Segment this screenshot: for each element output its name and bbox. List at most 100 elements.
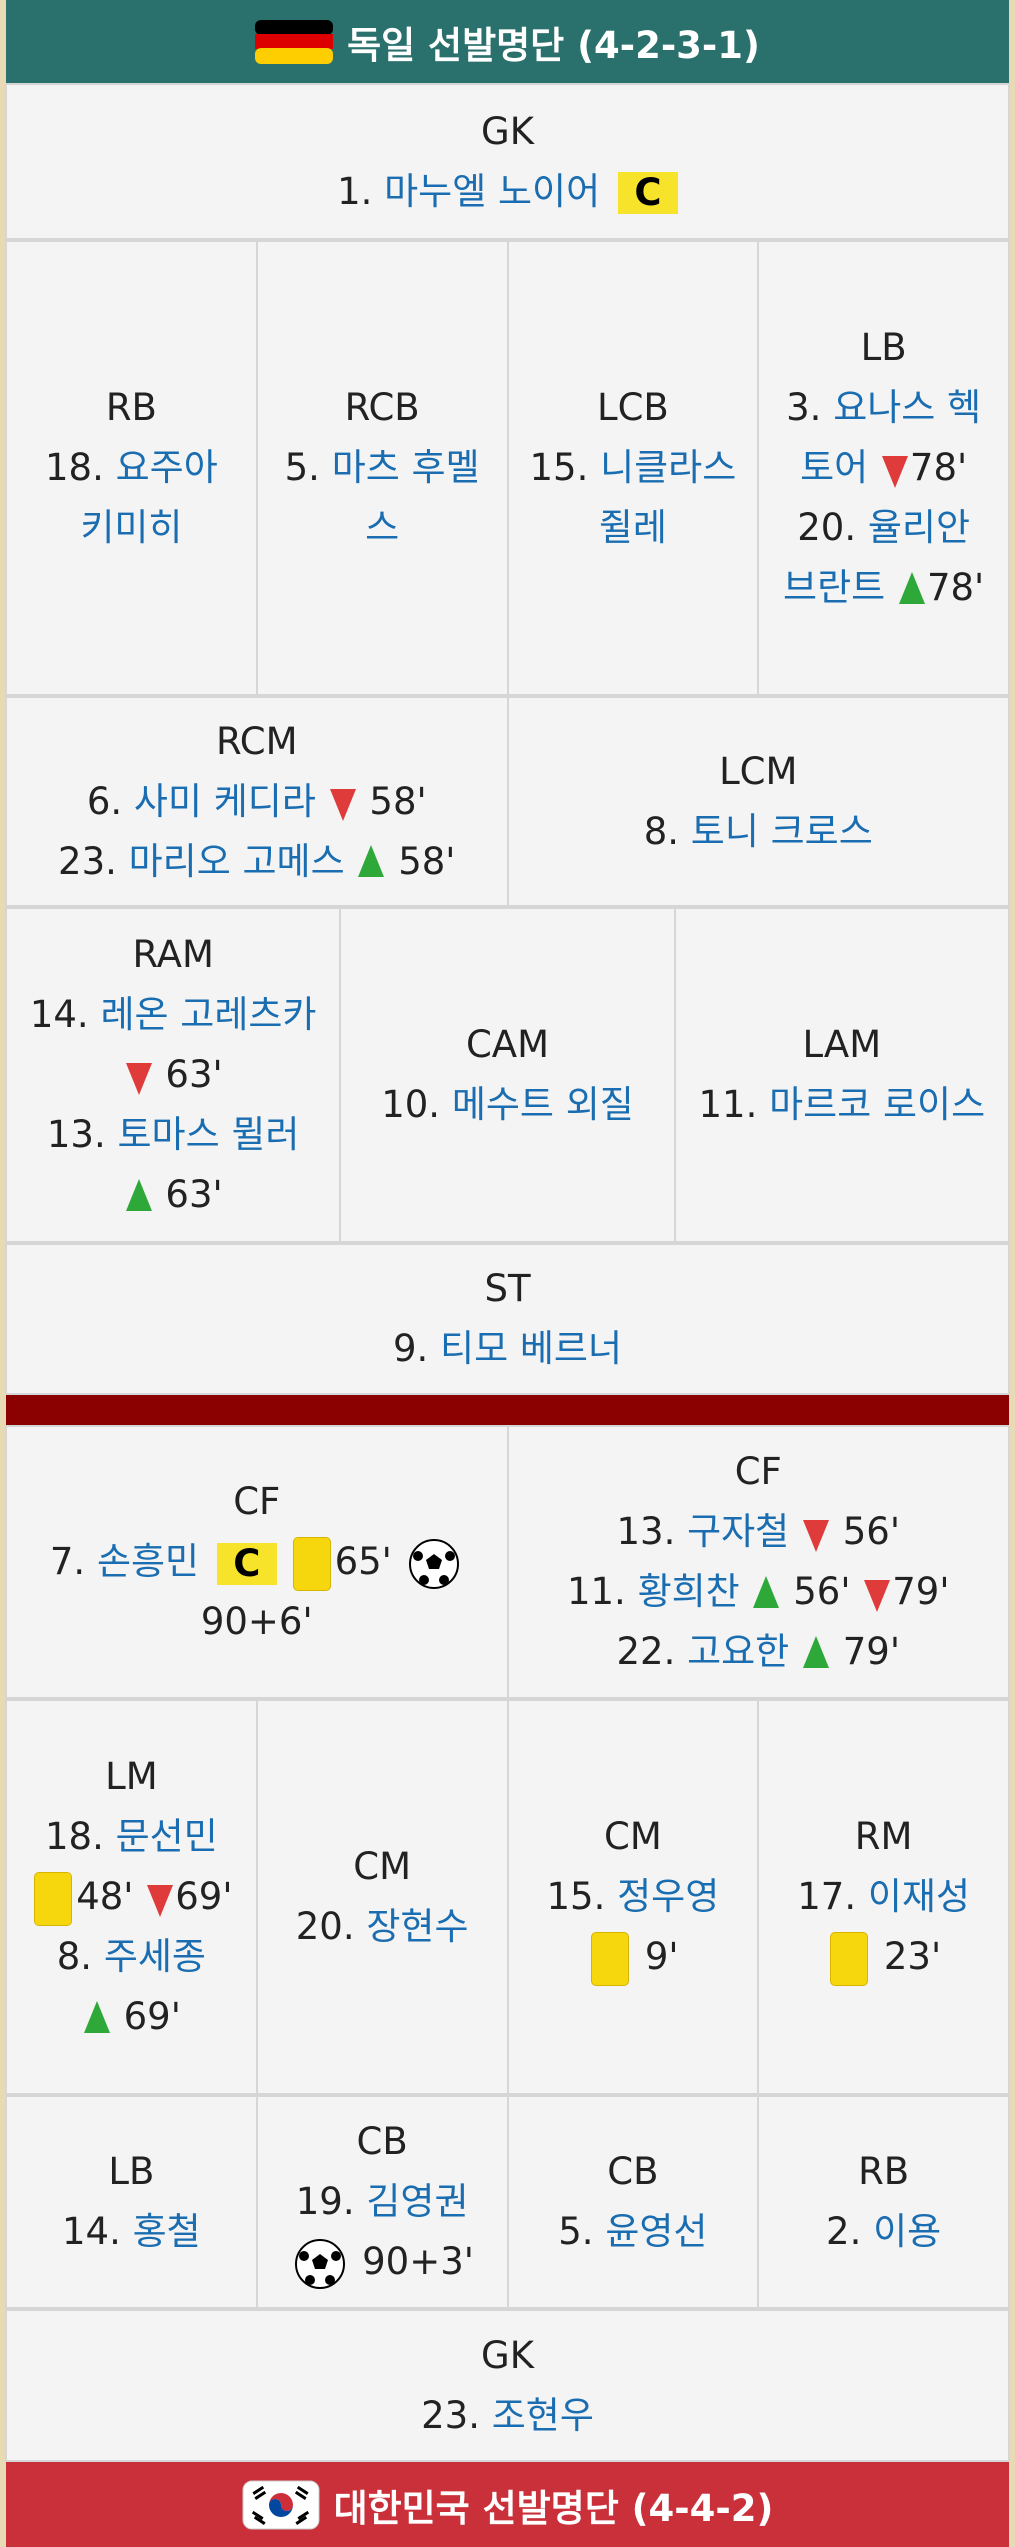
shirt-number: 13. bbox=[46, 1113, 106, 1156]
player-link-mueller[interactable]: 토마스 뮐러 bbox=[117, 1113, 300, 1156]
player-link-jang[interactable]: 장현수 bbox=[366, 1905, 469, 1948]
card-minute: 65' bbox=[334, 1540, 392, 1583]
shirt-number: 19. bbox=[295, 2180, 355, 2223]
player-link-brandt[interactable]: 율리안 브란트 bbox=[783, 506, 970, 609]
position-label: GK bbox=[481, 109, 534, 153]
sub-off-icon bbox=[125, 1062, 152, 1095]
player-link-khedira[interactable]: 사미 케디라 bbox=[133, 779, 316, 823]
germany-rcm-cell: RCM 6. 사미 케디라 58' 23. 마리오 고메스 58' bbox=[5, 696, 509, 907]
player-link-lee-yong[interactable]: 이용 bbox=[873, 2210, 942, 2253]
goal-minute: 90+6' bbox=[200, 1600, 313, 1643]
sub-minute: 78' bbox=[926, 566, 985, 609]
position-label: LM bbox=[105, 1755, 158, 1798]
player-link-goretzka[interactable]: 레온 고레츠카 bbox=[100, 993, 317, 1036]
position-label: RCM bbox=[215, 719, 298, 763]
shirt-number: 5. bbox=[558, 2210, 594, 2253]
germany-lcb-cell: LCB 15. 니클라스 쥘레 bbox=[506, 240, 760, 696]
korea-gk-row: GK 23. 조현우 bbox=[5, 2309, 1010, 2462]
korea-lm-cell: LM 18. 문선민 48' 69' 8. 주세종 69' bbox=[5, 1699, 258, 2095]
germany-am-row: RAM 14. 레온 고레츠카 63' 13. 토마스 뮐러 63' CAM 1… bbox=[5, 907, 1010, 1243]
player-link-kroos[interactable]: 토니 크로스 bbox=[690, 809, 873, 853]
shirt-number: 8. bbox=[56, 1935, 93, 1978]
shirt-number: 11. bbox=[566, 1570, 626, 1613]
sub-off-icon bbox=[864, 1579, 891, 1612]
position-label: LCB bbox=[596, 386, 669, 429]
player-link-yun[interactable]: 윤영선 bbox=[605, 2210, 708, 2253]
shirt-number: 20. bbox=[295, 1905, 355, 1948]
germany-lcm-cell: LCM 8. 토니 크로스 bbox=[506, 696, 1010, 907]
player-link-hong[interactable]: 홍철 bbox=[132, 2210, 201, 2253]
position-label: CB bbox=[356, 2120, 408, 2163]
sub-minute: 79' bbox=[892, 1570, 950, 1613]
player-link-ko[interactable]: 고요한 bbox=[687, 1630, 790, 1673]
position-label: ST bbox=[484, 1267, 531, 1310]
korea-rm-cell: RM 17. 이재성 23' bbox=[757, 1699, 1010, 2095]
card-minute: 48' bbox=[76, 1875, 134, 1918]
player-link-lee-jae-sung[interactable]: 이재성 bbox=[867, 1875, 970, 1918]
position-label: GK bbox=[481, 2333, 534, 2377]
shirt-number: 2. bbox=[826, 2210, 862, 2253]
germany-rcb-cell: RCB 5. 마츠 후멜스 bbox=[255, 240, 509, 696]
shirt-number: 18. bbox=[45, 1815, 104, 1858]
sub-on-icon bbox=[753, 1575, 780, 1608]
yellow-card-icon bbox=[591, 1931, 630, 1986]
position-label: CF bbox=[233, 1480, 281, 1523]
player-link-son[interactable]: 손흥민 bbox=[96, 1540, 200, 1583]
korea-cm-right-cell: CM 15. 정우영 9' bbox=[506, 1699, 760, 2095]
shirt-number: 15. bbox=[529, 446, 589, 489]
korea-lb-cell: LB 14. 홍철 bbox=[5, 2095, 258, 2309]
player-link-moon[interactable]: 문선민 bbox=[115, 1815, 218, 1858]
player-link-hummels[interactable]: 마츠 후멜스 bbox=[331, 446, 480, 549]
korea-rb-cell: RB 2. 이용 bbox=[757, 2095, 1010, 2309]
position-label: RB bbox=[105, 386, 157, 429]
shirt-number: 23. bbox=[58, 839, 117, 883]
position-label: LAM bbox=[802, 1023, 882, 1066]
korea-def-row: LB 14. 홍철 CB 19. 김영권 90+3' CB 5. 윤영선 RB … bbox=[5, 2095, 1010, 2309]
korea-cf-right-cell: CF 13. 구자철 56' 11. 황희찬 56' 79' 22. 고요한 7… bbox=[506, 1425, 1010, 1699]
position-label: RM bbox=[854, 1815, 913, 1858]
player-link-reus[interactable]: 마르코 로이스 bbox=[769, 1083, 986, 1126]
shirt-number: 17. bbox=[797, 1875, 857, 1918]
sub-off-icon bbox=[881, 455, 908, 488]
germany-ram-cell: RAM 14. 레온 고레츠카 63' 13. 토마스 뮐러 63' bbox=[5, 907, 342, 1243]
sub-minute: 58' bbox=[398, 839, 456, 883]
player-link-ju[interactable]: 주세종 bbox=[103, 1935, 206, 1978]
shirt-number: 6. bbox=[86, 779, 123, 823]
shirt-number: 18. bbox=[45, 446, 104, 489]
shirt-number: 1. bbox=[337, 169, 373, 213]
player-link-hwang[interactable]: 황희찬 bbox=[637, 1570, 740, 1613]
germany-rb-cell: RB 18. 요주아 키미히 bbox=[5, 240, 258, 696]
sub-on-icon bbox=[125, 1178, 152, 1211]
player-link-werner[interactable]: 티모 베르너 bbox=[440, 1327, 623, 1370]
shirt-number: 10. bbox=[381, 1083, 441, 1126]
sub-minute: 69' bbox=[123, 1995, 181, 2038]
player-link-kim[interactable]: 김영권 bbox=[366, 2180, 469, 2223]
position-label: RB bbox=[858, 2150, 910, 2193]
korea-gk-cell: GK 23. 조현우 bbox=[5, 2309, 1010, 2462]
shirt-number: 5. bbox=[284, 446, 320, 489]
position-label: CM bbox=[603, 1815, 662, 1858]
shirt-number: 23. bbox=[421, 2393, 480, 2437]
germany-cam-cell: CAM 10. 메수트 외질 bbox=[339, 907, 676, 1243]
player-link-kimmich[interactable]: 요주아 키미히 bbox=[80, 446, 218, 549]
germany-cm-row: RCM 6. 사미 케디라 58' 23. 마리오 고메스 58' LCM 8.… bbox=[5, 696, 1010, 907]
player-link-gomez[interactable]: 마리오 고메스 bbox=[128, 839, 345, 883]
position-label: CM bbox=[353, 1845, 411, 1888]
player-link-jo[interactable]: 조현우 bbox=[491, 2393, 594, 2437]
shirt-number: 14. bbox=[29, 993, 89, 1036]
korea-cm-left-cell: CM 20. 장현수 bbox=[255, 1699, 509, 2095]
yellow-card-icon bbox=[830, 1931, 869, 1986]
shirt-number: 9. bbox=[392, 1327, 429, 1370]
player-link-hector[interactable]: 요나스 헥토어 bbox=[800, 386, 982, 489]
soccer-ball-icon bbox=[295, 2238, 346, 2289]
goal-minute: 90+3' bbox=[362, 2240, 474, 2283]
player-link-oezil[interactable]: 메수트 외질 bbox=[451, 1083, 634, 1126]
player-link-koo[interactable]: 구자철 bbox=[687, 1510, 790, 1553]
player-link-neuer[interactable]: 마누엘 노이어 bbox=[384, 169, 601, 213]
sub-off-icon bbox=[147, 1884, 174, 1917]
yellow-card-icon bbox=[34, 1871, 73, 1926]
player-link-jung[interactable]: 정우영 bbox=[617, 1875, 720, 1918]
germany-lam-cell: LAM 11. 마르코 로이스 bbox=[673, 907, 1010, 1243]
sub-minute: 78' bbox=[909, 446, 968, 489]
player-link-suele[interactable]: 니클라스 쥘레 bbox=[598, 446, 737, 549]
